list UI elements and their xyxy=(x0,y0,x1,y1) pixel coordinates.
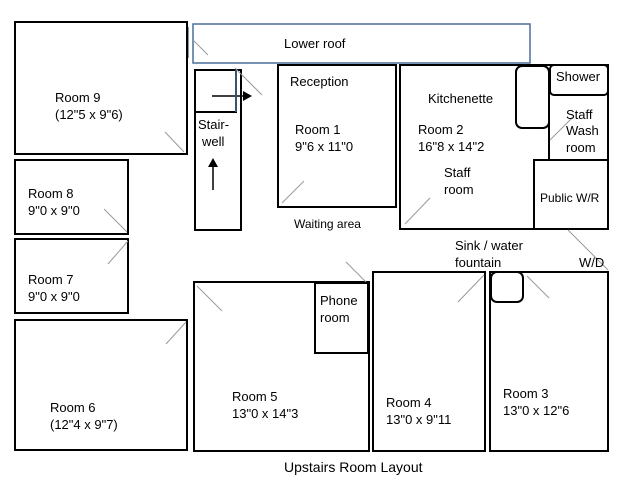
staff-wash-label-2: Wash xyxy=(566,123,599,138)
room-2-name: Room 2 xyxy=(418,122,464,137)
stairwell-label-2: well xyxy=(201,134,225,149)
stair-arrow-right-head xyxy=(243,91,252,101)
diagram-title: Upstairs Room Layout xyxy=(284,459,423,475)
room-4-door xyxy=(457,274,485,303)
stairwell-label-1: Stair- xyxy=(198,117,229,132)
kitchenette-counter xyxy=(515,65,550,129)
staff-wash-label-3: room xyxy=(566,140,596,155)
room-4-name: Room 4 xyxy=(386,395,432,410)
stairwell xyxy=(194,69,242,231)
room-6-size: (12"4 x 9"7) xyxy=(50,417,118,432)
phone-room xyxy=(314,282,369,354)
room-4-size: 13"0 x 9"11 xyxy=(386,412,451,427)
phone-room-label-1: Phone xyxy=(320,293,358,308)
lower-roof-door-line xyxy=(192,39,209,56)
room-1-name: Room 1 xyxy=(295,122,341,137)
room-5-size: 13"0 x 14"3 xyxy=(232,406,298,421)
room-9-name: Room 9 xyxy=(55,90,101,105)
stairwell-door xyxy=(234,67,263,96)
public-wr xyxy=(533,159,609,230)
room-6-door xyxy=(165,321,187,345)
sink-label-2: fountain xyxy=(455,255,501,270)
sink-water-fountain xyxy=(490,271,524,303)
room-1-door xyxy=(281,180,305,204)
phone-room-label-2: room xyxy=(320,310,350,325)
room-1-size: 9"6 x 11"0 xyxy=(295,139,353,154)
public-wr-door xyxy=(567,229,609,271)
lower-roof-label: Lower roof xyxy=(284,36,346,51)
reception-label: Reception xyxy=(290,74,349,89)
room-7-name: Room 7 xyxy=(28,272,74,287)
room-6-name: Room 6 xyxy=(50,400,96,415)
room-6 xyxy=(14,319,188,451)
room-7-size: 9"0 x 9"0 xyxy=(28,289,80,304)
wd-label: W/D xyxy=(579,255,604,270)
room-3-door xyxy=(526,275,550,299)
waiting-area-label: Waiting area xyxy=(294,217,361,231)
room-4 xyxy=(372,271,486,452)
phone-room-door xyxy=(345,261,367,283)
kitchenette-label: Kitchenette xyxy=(428,91,493,106)
room-8-door xyxy=(103,208,128,233)
room-7-door xyxy=(107,240,129,265)
room-9-size: (12"5 x 9"6) xyxy=(55,107,123,122)
room-5-name: Room 5 xyxy=(232,389,278,404)
lower-roof xyxy=(192,23,531,64)
staff-room-label-1: Staff xyxy=(444,165,471,180)
room-7 xyxy=(14,238,129,314)
sink-label-1: Sink / water xyxy=(455,238,524,253)
shower-label: Shower xyxy=(556,69,601,84)
room-2-size: 16"8 x 14"2 xyxy=(418,139,484,154)
staff-wash-door xyxy=(549,117,573,141)
room-3-name: Room 3 xyxy=(503,386,549,401)
staff-wash-label-1: Staff xyxy=(566,107,593,122)
public-wr-label: Public W/R xyxy=(540,191,600,205)
room-9 xyxy=(14,21,188,155)
room-5-door xyxy=(196,285,223,312)
room-9-door xyxy=(164,131,185,153)
room-2-door xyxy=(404,197,431,225)
stair-arrow-up-head xyxy=(208,158,218,167)
staff-room-label-2: room xyxy=(444,182,474,197)
room-8-size: 9"0 x 9"0 xyxy=(28,203,80,218)
room-1 xyxy=(277,64,397,208)
room-8-name: Room 8 xyxy=(28,186,74,201)
room-8 xyxy=(14,159,129,235)
room-3-size: 13"0 x 12"6 xyxy=(503,403,569,418)
shower xyxy=(549,64,609,96)
